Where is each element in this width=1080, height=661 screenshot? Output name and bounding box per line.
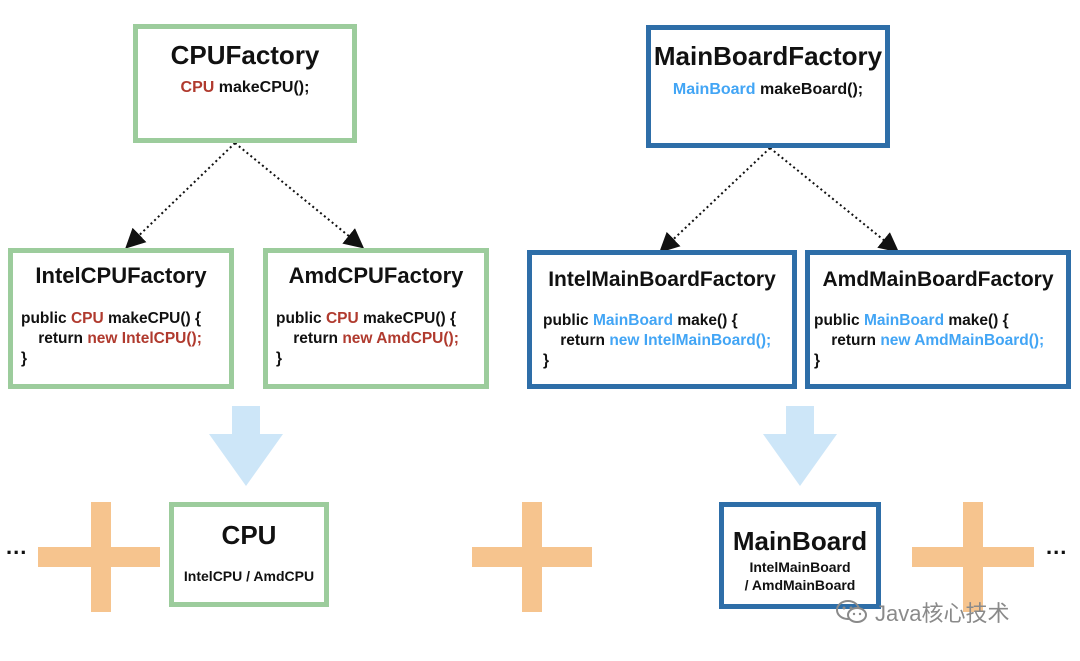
make-board-method: makeBoard();: [755, 81, 864, 98]
intel-mainboard-factory-title: IntelMainBoardFactory: [548, 268, 776, 291]
plus-sign-right: [912, 502, 1034, 612]
intel-cpu-factory-title: IntelCPUFactory: [35, 263, 207, 288]
mainboard-product-title: MainBoard: [732, 526, 868, 556]
cpu-factory-title: CPUFactory: [170, 40, 320, 70]
plus-sign-left: [38, 502, 160, 612]
intel-mainboard-factory-box: IntelMainBoardFactory public MainBoard m…: [527, 250, 797, 389]
watermark: Java核心技术: [835, 596, 1009, 628]
ellipsis-right: ...: [1046, 534, 1068, 559]
dotted-arrow-cpu-intel: [125, 142, 236, 249]
dotted-arrow-mb-amd: [769, 147, 900, 253]
amd-cpu-factory-title: AmdCPUFactory: [288, 263, 464, 288]
intel-mainboard-factory-code: public MainBoard make() { return new Int…: [543, 312, 772, 369]
dotted-arrow-mb-intel: [659, 147, 771, 253]
wechat-icon: [836, 600, 867, 623]
ellipsis-left: ...: [6, 534, 28, 559]
cpu-type-label: CPU: [180, 79, 215, 96]
cpu-product-title: CPU: [221, 520, 277, 550]
amd-mainboard-factory-code: public MainBoard make() { return new Amd…: [814, 312, 1045, 369]
amd-cpu-factory-code: public CPU makeCPU() { return new AmdCPU…: [276, 310, 459, 367]
amd-cpu-factory-box: AmdCPUFactory public CPU makeCPU() { ret…: [263, 248, 489, 389]
cpu-factory-signature: CPU makeCPU();: [138, 79, 352, 97]
mainboard-factory-box: MainBoardFactory MainBoard makeBoard();: [646, 25, 890, 148]
cpu-product-box: CPU IntelCPU / AmdCPU: [169, 502, 329, 607]
amd-mainboard-factory-box: AmdMainBoardFactory public MainBoard mak…: [805, 250, 1071, 389]
dotted-arrow-cpu-amd: [234, 142, 365, 249]
make-cpu-method: makeCPU();: [214, 79, 310, 96]
amd-mainboard-factory-title: AmdMainBoardFactory: [822, 268, 1054, 291]
intel-cpu-factory-code: public CPU makeCPU() { return new IntelC…: [21, 310, 202, 367]
mainboard-product-variant-1: IntelMainBoard: [749, 559, 851, 575]
plus-sign-middle: [472, 502, 592, 612]
cpu-product-variants: IntelCPU / AmdCPU: [183, 568, 315, 584]
watermark-text: Java核心技术: [875, 601, 1010, 626]
mainboard-product-box: MainBoard IntelMainBoard / AmdMainBoard: [719, 502, 881, 609]
down-arrow-cpu: [209, 406, 283, 486]
mainboard-factory-signature: MainBoard makeBoard();: [651, 81, 885, 99]
down-arrow-mainboard: [763, 406, 837, 486]
mainboard-product-variant-2: / AmdMainBoard: [744, 577, 856, 593]
intel-cpu-factory-box: IntelCPUFactory public CPU makeCPU() { r…: [8, 248, 234, 389]
cpu-factory-box: CPUFactory CPU makeCPU();: [133, 24, 357, 143]
mainboard-type-label: MainBoard: [672, 81, 756, 98]
mainboard-factory-title: MainBoardFactory: [653, 41, 883, 71]
